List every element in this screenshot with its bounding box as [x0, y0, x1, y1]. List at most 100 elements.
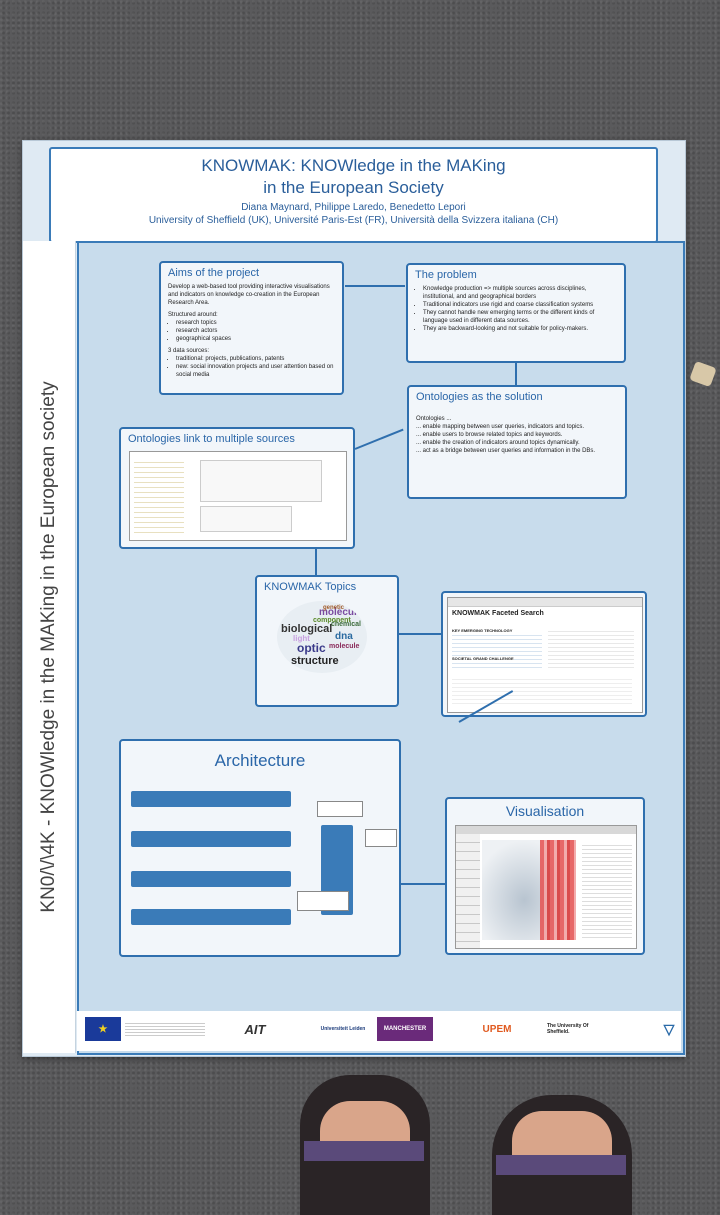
sheffield-logo: The University Of Sheffield.: [547, 1023, 589, 1035]
faceted-column: KEY EMERGING TECHNOLOGY: [452, 628, 542, 668]
faceted-title: KNOWMAK Faceted Search: [452, 610, 544, 617]
architecture-diagram: [131, 791, 291, 941]
architecture-box: Architecture: [119, 739, 401, 957]
faceted-box: KNOWMAK Faceted Search KEY EMERGING TECH…: [441, 591, 647, 717]
ontologies-intro: Ontologies ...: [416, 416, 452, 422]
visualisation-box: Visualisation: [445, 797, 645, 955]
arrow-solution-link: [354, 428, 404, 450]
ontologies-link-title: Ontologies link to multiple sources: [128, 433, 295, 445]
poster-main-area: Aims of the project Develop a web-based …: [77, 241, 685, 1055]
left-foot-sandal: [300, 1075, 430, 1215]
poster-authors: Diana Maynard, Philippe Laredo, Benedett…: [241, 202, 466, 213]
wordcloud-word: chemical: [331, 621, 361, 628]
architecture-note: [365, 829, 397, 847]
faceted-text: [452, 676, 632, 706]
wordcloud-word: molecule: [329, 643, 360, 650]
topics-box: KNOWMAK Topics biological molecular chem…: [255, 575, 399, 707]
aims-box: Aims of the project Develop a web-based …: [159, 261, 344, 395]
ontology-panel: [200, 460, 322, 502]
topics-title: KNOWMAK Topics: [264, 581, 357, 593]
problem-text: Knowledge production => multiple sources…: [415, 285, 617, 333]
sandal-strap: [496, 1155, 626, 1175]
triangle-logo-icon: ▽: [663, 1020, 675, 1037]
architecture-note: [317, 801, 363, 817]
wordcloud-word: light: [293, 634, 310, 643]
poster-footer: ★ AIT Universiteit Leiden MANCHESTER UPE…: [77, 1011, 681, 1051]
problem-title: The problem: [415, 269, 477, 281]
wordcloud-word: genetic: [323, 605, 345, 611]
visualisation-screenshot: [455, 825, 637, 949]
ontologies-solution-title: Ontologies as the solution: [416, 391, 543, 403]
aims-title: Aims of the project: [168, 267, 260, 279]
list-item: geographical spaces: [176, 335, 335, 343]
poster-title-line2: in the European Society: [263, 178, 444, 197]
poster-sidebar: KN0/\/\4K - KNOWledge in the MAKing in t…: [23, 241, 76, 1053]
arrow-aims-problem: [345, 285, 405, 287]
list-item: Knowledge production => multiple sources…: [423, 285, 617, 301]
floor-debris: [689, 360, 717, 388]
poster-header: KNOWMAK: KNOWledge in the MAKing in the …: [49, 147, 658, 243]
poster-title-line1: KNOWMAK: KNOWledge in the MAKing: [201, 156, 506, 175]
arrow-architecture-visualisation: [401, 883, 445, 885]
aims-list: research topics research actors geograph…: [168, 319, 335, 343]
architecture-title: Architecture: [214, 751, 306, 770]
list-item: ... enable the creation of indicators ar…: [416, 440, 580, 446]
visualisation-title: Visualisation: [505, 803, 585, 819]
topics-wordcloud: biological molecular chemical dna optic …: [277, 601, 367, 673]
list-item: They cannot handle new emerging terms or…: [423, 309, 617, 325]
arrow-link-topics: [315, 549, 317, 575]
architecture-layer: [131, 831, 291, 847]
manchester-logo: MANCHESTER: [377, 1017, 433, 1041]
poster: KNOWMAK: KNOWledge in the MAKing in the …: [22, 140, 686, 1057]
wordcloud-word: biological: [281, 623, 333, 635]
list-item: research topics: [176, 319, 335, 327]
arrow-topics-faceted: [399, 633, 441, 635]
wordcloud-word: molecular: [319, 607, 367, 618]
faceted-column: [548, 628, 634, 668]
aims-paragraph-2: Structured around:: [168, 312, 218, 318]
ontology-panel: [200, 506, 292, 532]
architecture-layer: [131, 871, 291, 887]
problem-list: Knowledge production => multiple sources…: [415, 285, 617, 333]
vis-heatmap: [540, 840, 576, 940]
ontology-tree: [134, 458, 184, 534]
list-item: Traditional indicators use rigid and coa…: [423, 301, 617, 309]
funding-text: [125, 1021, 205, 1037]
arrow-problem-solution: [515, 363, 517, 385]
list-item: traditional: projects, publications, pat…: [176, 355, 335, 363]
browser-bar: [456, 826, 636, 834]
list-item: research actors: [176, 327, 335, 335]
aims-paragraph-1: Develop a web-based tool providing inter…: [168, 284, 330, 306]
ontologies-link-box: Ontologies link to multiple sources: [119, 427, 355, 549]
vis-legend: [582, 842, 632, 938]
aims-paragraph-3: 3 data sources:: [168, 348, 210, 354]
ontologies-solution-text: Ontologies ... ... enable mapping betwee…: [416, 415, 618, 455]
ontology-screenshot: [129, 451, 347, 541]
list-item: ... enable users to browse related topic…: [416, 432, 563, 438]
poster-affiliations: University of Sheffield (UK), Université…: [148, 215, 559, 226]
list-item: ... act as a bridge between user queries…: [416, 448, 596, 454]
list-item: new: social innovation projects and user…: [176, 363, 335, 379]
sidebar-vertical-text: KN0/\/\4K - KNOWledge in the MAKing in t…: [38, 381, 59, 913]
wordcloud-word: optic: [297, 641, 326, 655]
wordcloud-word: structure: [291, 655, 339, 667]
faceted-header: SOCIETAL GRAND CHALLENGE: [452, 656, 514, 661]
architecture-layer: [131, 791, 291, 807]
ait-logo: AIT: [244, 1021, 266, 1037]
right-foot-sandal: [492, 1095, 632, 1215]
faceted-header: KEY EMERGING TECHNOLOGY: [452, 628, 542, 633]
wordcloud-word: component: [313, 617, 351, 624]
wordcloud-word: dna: [335, 631, 353, 642]
eu-flag-icon: ★: [85, 1017, 121, 1041]
sandal-strap: [304, 1141, 424, 1161]
list-item: They are backward-looking and not suitab…: [423, 325, 617, 333]
aims-sources-list: traditional: projects, publications, pat…: [168, 355, 335, 379]
architecture-note: [297, 891, 349, 911]
faceted-screenshot: KNOWMAK Faceted Search KEY EMERGING TECH…: [447, 597, 643, 713]
browser-bar: [448, 598, 642, 607]
upem-logo: UPEM: [482, 1023, 512, 1035]
aims-text: Develop a web-based tool providing inter…: [168, 283, 335, 379]
vis-sidebar: [456, 834, 480, 948]
ontologies-solution-box: Ontologies as the solution Ontologies ..…: [407, 385, 627, 499]
architecture-layer: [131, 909, 291, 925]
